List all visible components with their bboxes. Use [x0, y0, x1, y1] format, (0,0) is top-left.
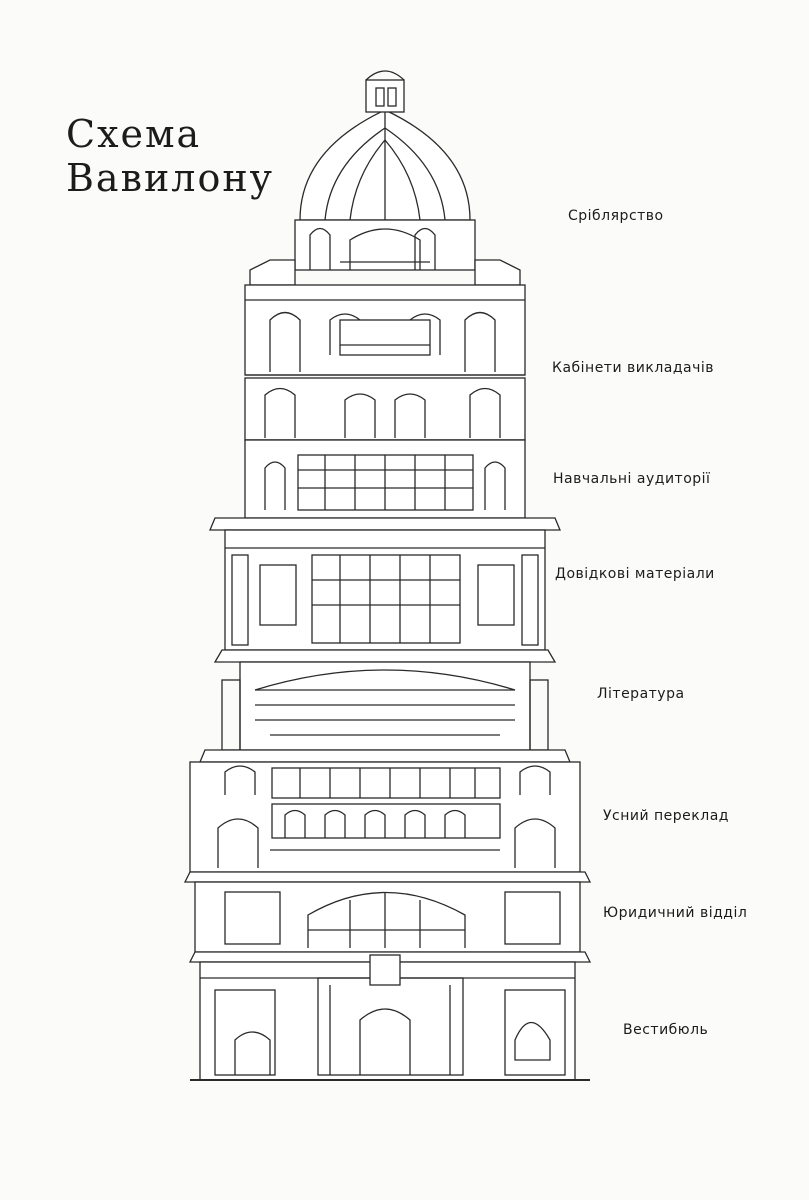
floor-label-interpretation: Усний переклад	[603, 808, 729, 824]
interpretation-floor-section	[183, 761, 592, 883]
title-line-1: Схема	[66, 112, 202, 156]
faculty-floor-section	[244, 284, 526, 441]
floor-label-classrooms: Навчальні аудиторії	[553, 471, 711, 487]
page-title: Схема Вавилону	[66, 112, 274, 200]
floor-label-literature: Література	[597, 686, 685, 702]
floor-label-faculty: Кабінети викладачів	[552, 360, 715, 376]
legal-floor-section	[188, 881, 592, 963]
classrooms-floor-section	[209, 439, 561, 531]
reference-floor-section	[213, 529, 557, 663]
floor-label-silver: Сріблярство	[568, 208, 664, 224]
dome-section	[249, 70, 521, 286]
floor-label-reference: Довідкові матеріали	[555, 566, 715, 582]
literature-floor-section	[199, 661, 571, 763]
floor-label-lobby: Вестибюль	[623, 1022, 709, 1038]
title-line-2: Вавилону	[66, 156, 275, 200]
lobby-floor-section	[190, 954, 590, 1081]
floor-label-legal: Юридичний відділ	[603, 905, 748, 921]
